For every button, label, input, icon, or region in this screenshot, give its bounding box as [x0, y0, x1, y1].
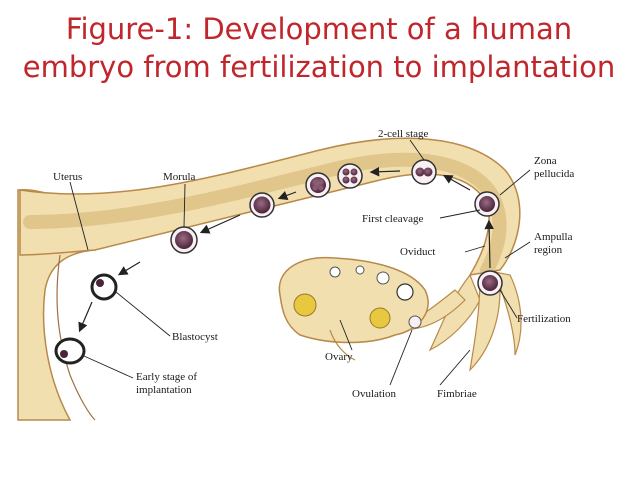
label-ampulla-line2: region [534, 244, 563, 256]
embryo-early-morula [249, 192, 275, 218]
oviduct-lumen [23, 152, 507, 277]
follicle-small-2 [355, 265, 365, 275]
leader-lines [69, 139, 531, 386]
follicle-small-3 [376, 271, 390, 285]
embryo-four-cell [337, 163, 363, 189]
label-morula: Morula [163, 171, 196, 183]
embryo-blastocyst [90, 273, 118, 301]
follicle-large-left [293, 293, 317, 317]
fimbriae-fronds [398, 271, 522, 372]
label-ovulation: Ovulation [352, 388, 396, 400]
label-two-cell-stage: 2-cell stage [378, 128, 429, 140]
embryo-eight-cell [305, 172, 331, 198]
label-ovary: Ovary [325, 351, 353, 363]
ovary-shape [278, 256, 429, 344]
embryo-fertilization [477, 270, 503, 296]
slide-title: Figure-1: Development of a human embryo … [0, 10, 638, 86]
label-blastocyst: Blastocyst [172, 331, 218, 343]
follicle-small-1 [329, 266, 341, 278]
label-first-cleavage: First cleavage [362, 213, 424, 225]
ovary-ligament [329, 329, 356, 361]
title-line-1: Figure-1: Development of a human [65, 12, 573, 46]
label-fertilization: Fertilization [517, 313, 571, 325]
label-zona-pellucida-line2: pellucida [534, 168, 574, 180]
embryo-morula [170, 226, 198, 254]
label-early-stage-line2: implantation [136, 384, 192, 396]
ovulated-oocyte [408, 315, 422, 329]
label-fimbriae: Fimbriae [437, 388, 477, 400]
embryo-zygote [474, 191, 500, 217]
follicle-rupturing [396, 283, 414, 301]
embryo-two-cell [411, 159, 437, 185]
label-ampulla-line1: Ampulla [534, 231, 573, 243]
follicle-large-right [369, 307, 391, 329]
embryo-implantation [54, 337, 86, 365]
label-zona-pellucida-line1: Zona [534, 155, 557, 167]
title-line-2: embryo from fertilization to implantatio… [22, 50, 616, 84]
label-uterus: Uterus [53, 171, 82, 183]
travel-arrows [78, 166, 494, 333]
label-early-stage-line1: Early stage of [136, 371, 197, 383]
label-oviduct: Oviduct [400, 246, 435, 258]
uterus-inner-wall [56, 254, 96, 421]
